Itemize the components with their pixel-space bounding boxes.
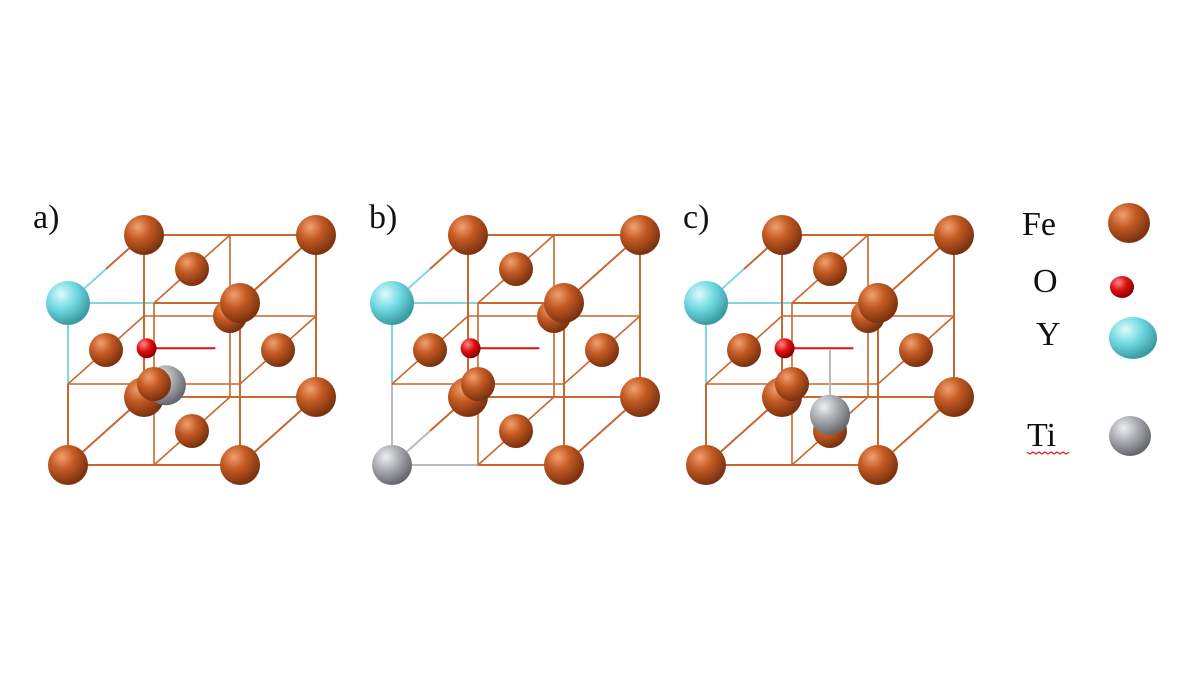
atom-y [46, 281, 90, 325]
panel-a-label: a) [33, 199, 59, 236]
panel-c-label: c) [683, 199, 709, 236]
atom-fe [296, 377, 336, 417]
atom-fe [620, 377, 660, 417]
atom-fe [858, 283, 898, 323]
legend-y-sphere [1109, 317, 1157, 359]
panel-b-label: b) [369, 199, 397, 236]
atom-y [370, 281, 414, 325]
atom-fe [448, 215, 488, 255]
legend-label-fe: Fe [1022, 206, 1056, 243]
legend-o-sphere [1110, 276, 1134, 298]
atom-fe [499, 252, 533, 286]
panel-c: c) [683, 199, 974, 485]
atom-fe [899, 333, 933, 367]
atom-fe [220, 445, 260, 485]
atom-fe [858, 445, 898, 485]
legend: Fe O Y Ti [1022, 203, 1157, 456]
atom-fe [124, 215, 164, 255]
legend-label-ti: Ti [1027, 417, 1056, 454]
atom-fe [813, 252, 847, 286]
cell-atoms [46, 215, 336, 485]
atom-o [774, 338, 795, 359]
atom-ti [810, 394, 850, 435]
atom-fe [296, 215, 336, 255]
atom-fe [775, 367, 809, 401]
legend-label-y: Y [1036, 316, 1061, 353]
atom-y [684, 281, 728, 325]
atom-fe [544, 445, 584, 485]
atom-o [136, 338, 157, 359]
atom-fe [585, 333, 619, 367]
panel-a: a) [33, 199, 336, 485]
atom-fe [620, 215, 660, 255]
atom-fe [175, 414, 209, 448]
unit-cell-a [46, 215, 336, 485]
panel-b: b) [369, 199, 660, 485]
atom-fe [762, 215, 802, 255]
atom-fe [89, 333, 123, 367]
legend-fe-sphere [1108, 203, 1150, 243]
atom-fe [544, 283, 584, 323]
legend-ti-sphere [1109, 416, 1151, 456]
atom-fe [48, 445, 88, 485]
atom-fe [413, 333, 447, 367]
cell-atoms [370, 215, 660, 485]
atom-fe [727, 333, 761, 367]
atom-o [460, 338, 481, 359]
atom-fe [220, 283, 260, 323]
atom-fe [461, 367, 495, 401]
atom-fe [686, 445, 726, 485]
cell-atoms [684, 215, 974, 485]
atom-fe [934, 377, 974, 417]
atom-fe [934, 215, 974, 255]
atom-fe [137, 367, 171, 401]
atom-fe [175, 252, 209, 286]
atom-ti [372, 445, 412, 485]
unit-cell-b [370, 215, 660, 485]
ti-spellcheck-underline [1026, 451, 1070, 455]
atom-fe [261, 333, 295, 367]
atom-fe [499, 414, 533, 448]
legend-label-o: O [1033, 263, 1058, 300]
unit-cell-c [684, 215, 974, 485]
